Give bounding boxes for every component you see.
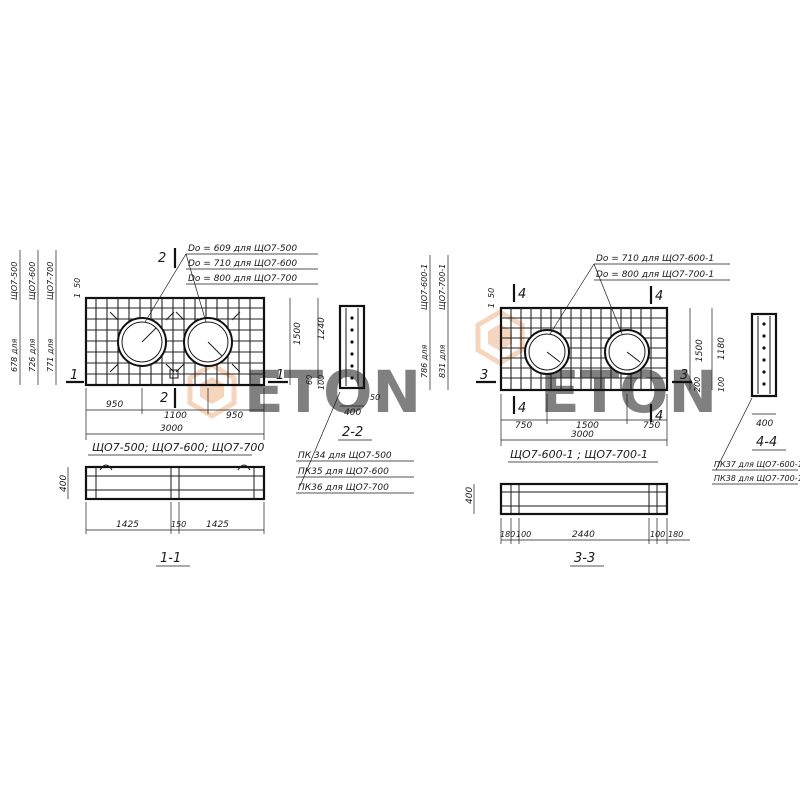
right-section-3-3: 400 180 100 2440 100 180 3-3 [465,482,690,567]
left-vert-label-3: ЩО7-700 [46,262,55,300]
left-section-1-1: 400 1425 150 1425 1-1 [59,464,266,567]
left-pk-note-1: ПК 34 для ЩО7-500 [298,451,392,461]
left-d-note-2: Do = 710 для ЩО7-600 [188,259,297,269]
section-mark-1-left: 1 [70,368,78,383]
left-bit-1: 1 [73,293,82,298]
left-dim-60: 60 [305,375,314,385]
right-dim-400: 400 [756,419,773,429]
section-mark-2-top: 2 [158,251,166,266]
section-mark-4-br: 4 [655,409,663,424]
s11-dim-400: 400 [59,475,69,492]
left-dim-1500: 1500 [293,322,303,345]
right-dim-1500: 1500 [576,421,599,431]
left-pk-note-3: ПК36 для ЩО7-700 [298,483,389,493]
s33-dim-100a: 100 [516,530,531,539]
s11-title: 1-1 [160,551,181,566]
right-caption: ЩО7-600-1 ; ЩО7-700-1 [510,448,648,461]
right-plan-view: 3 3 4 4 4 4 Do = 710 для ЩО7-600-1 Do = … [420,254,730,463]
left-sec22-title: 2-2 [342,425,363,440]
right-vert-dim-1: 786 для [420,345,429,378]
left-caption: ЩО7-500; ЩО7-600; ЩО7-700 [92,441,264,454]
s33-dim-180a: 180 [500,530,515,539]
s33-dim-180b: 180 [668,530,683,539]
left-vert-label-1: ЩО7-500 [10,262,19,300]
right-pk-note-2: ПК38 для ЩО7-700-1 [714,474,800,483]
s33-dim-100b: 100 [650,530,665,539]
right-vert-label-1: ЩО7-600-1 [420,264,429,310]
right-d-note-2: Do = 800 для ЩО7-700-1 [596,270,714,280]
right-dim-750a: 750 [515,421,532,431]
section-mark-4-tl: 4 [518,287,526,302]
s11-dim-1425b: 1425 [206,520,229,530]
watermark-text: ETON [244,358,421,426]
right-sec44-title: 4-4 [756,435,777,450]
s33-title: 3-3 [574,551,595,566]
section-mark-3-left: 3 [480,368,488,383]
left-vert-label-2: ЩО7-600 [28,262,37,300]
right-dim-100: 100 [717,377,726,392]
left-bit-50: 50 [73,278,82,288]
right-d-note-1: Do = 710 для ЩО7-600-1 [596,254,714,264]
section-mark-2-bottom: 2 [160,391,168,406]
s11-dim-150: 150 [171,520,186,529]
right-dim-200: 200 [693,377,702,392]
left-vert-dim-1: 678 для [10,339,19,372]
section-mark-1-right: 1 [276,368,284,383]
right-dim-1180: 1180 [717,337,727,360]
section-mark-3-right: 3 [680,368,688,383]
right-section-4-4: 400 4-4 ПК37 для ЩО7-600-1 ПК38 для ЩО7-… [712,312,800,485]
left-dim-3000: 3000 [160,424,183,434]
left-d-note-1: Do = 609 для ЩО7-500 [188,244,297,254]
s33-dim-400: 400 [465,487,475,504]
left-pk-note-2: ПК35 для ЩО7-600 [298,467,389,477]
section-mark-4-bl: 4 [518,401,526,416]
s11-dim-1425a: 1425 [116,520,139,530]
right-bit-50: 50 [487,288,496,298]
left-section-2-2: 400 50 2-2 ПК 34 для ЩО7-500 ПК35 для ЩО… [296,304,414,494]
left-dim-100: 100 [317,375,326,390]
right-dim-1500h: 1500 [695,339,705,362]
right-dim-3000: 3000 [571,430,594,440]
left-vert-dim-3: 771 для [46,339,55,372]
watermark-logo: ETON ETON [187,309,717,426]
right-dim-750b: 750 [643,421,660,431]
left-rebar-grid [86,298,264,385]
right-vert-label-2: ЩО7-700-1 [438,264,447,310]
left-dim-950a: 950 [106,400,123,410]
left-vert-dim-2: 726 для [28,339,37,372]
left-dim-950b: 950 [226,411,243,421]
section-mark-4-tr: 4 [655,289,663,304]
left-dim-1100: 1100 [164,411,187,421]
right-pk-note-1: ПК37 для ЩО7-600-1 [714,460,800,469]
left-dim-50: 50 [370,393,380,402]
left-plan-view: 1 1 2 2 Do = 609 для ЩО7-500 Do = 710 дл… [10,244,327,456]
left-d-note-3: Do = 800 для ЩО7-700 [188,274,297,284]
s33-dim-2440: 2440 [572,530,595,540]
left-dim-1240: 1240 [317,317,327,340]
left-dim-400: 400 [344,408,361,418]
right-vert-dim-2: 831 для [438,345,447,378]
right-bit-1: 1 [487,303,496,308]
